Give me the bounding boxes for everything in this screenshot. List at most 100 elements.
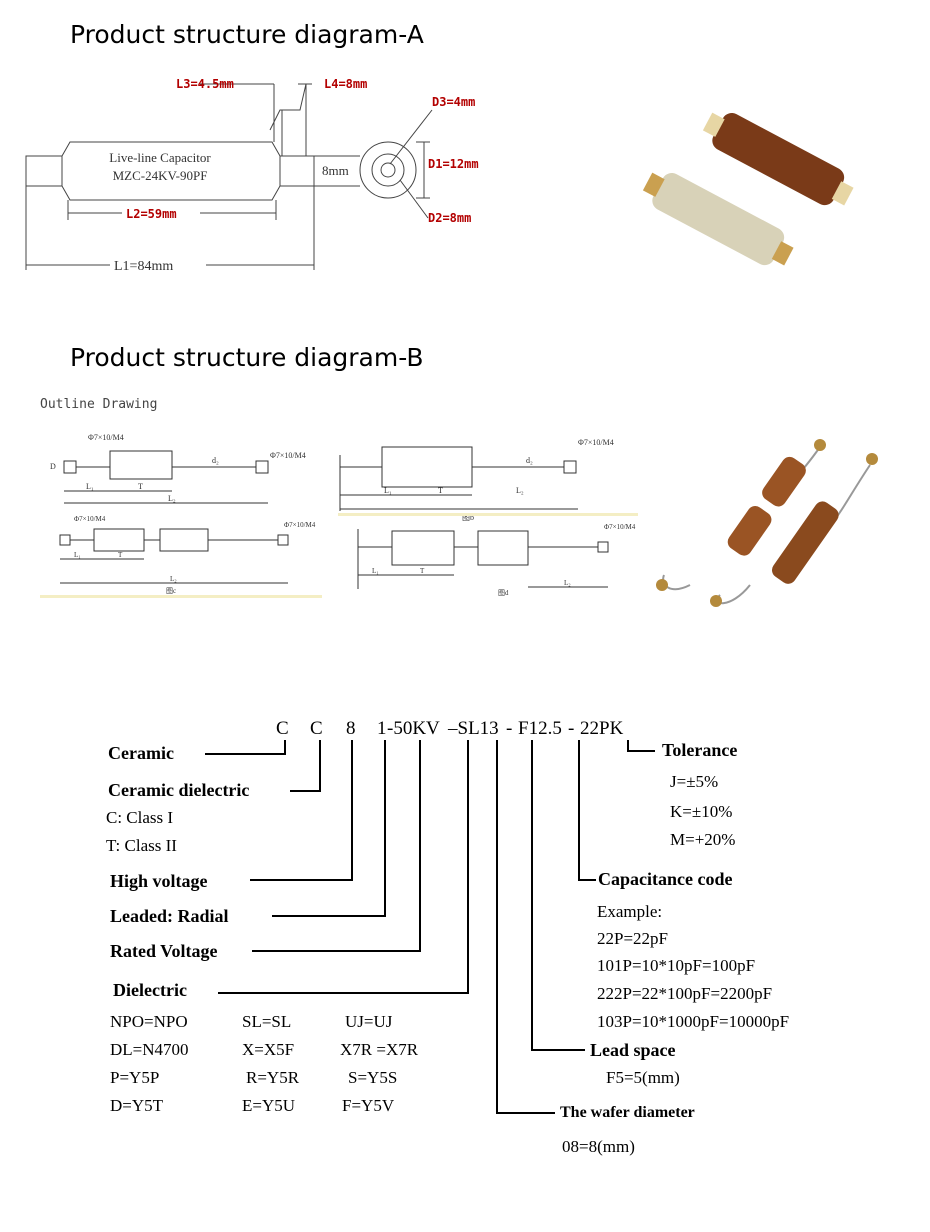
b1-l2-label: L₂ [168,494,176,503]
l3-label: L3=4.5mm [176,77,234,91]
label-leaded: Leaded: Radial [110,906,229,926]
capacitance-22p: 22P=22pF [597,929,668,948]
b2-d2-label: d₂ [526,456,533,465]
diagram-a-drawing: Live-line Capacitor MZC-24KV-90PF L3=4.5… [25,77,479,274]
wafer-08: 08=8(mm) [562,1137,635,1156]
d2-leader [399,179,429,219]
dielectric-r2-c0: P=Y5P [110,1068,160,1087]
l1-label: L1=84mm [114,259,173,274]
l4-curve [269,83,307,131]
dielectric-r3-c1: E=Y5U [242,1096,296,1115]
d1-label: D1=12mm [428,157,479,171]
heading-diagram-b: Product structure diagram-B [70,343,424,372]
dielectric-r3-c0: D=Y5T [110,1096,164,1115]
l4-label: L4=8mm [324,77,367,91]
line-dielectric [218,740,469,994]
dielectric-r0-c1: SL=SL [242,1012,292,1031]
b3-lead-spec-right: Φ7×10/M4 [284,521,316,529]
capacitance-103p: 103P=10*1000pF=10000pF [597,1012,790,1031]
photo-cream-capacitor [652,173,785,266]
b1-lead-spec-right: Φ7×10/M4 [270,451,306,460]
label-tolerance: Tolerance [662,740,738,760]
line-ceramic [205,740,286,755]
b4-body-2 [477,530,529,566]
b4-l1-label: L₁ [372,567,379,575]
b2-t-label: T [438,486,443,495]
b3-lead-spec-left: Φ7×10/M4 [74,515,106,523]
b1-lead-spec-left: Φ7×10/M4 [88,433,124,442]
photo-b-capacitor-1b [762,456,806,507]
dielectric-r2-c2: S=Y5S [348,1068,398,1087]
photo-b-capacitor-2 [772,501,839,584]
label-class2: T: Class II [106,836,177,855]
b2-l2-label: L₂ [516,486,524,495]
b4-lead-spec: Φ7×10/M4 [604,523,636,531]
capacitance-222p: 222P=22*100pF=2200pF [597,984,773,1003]
b1-t-label: T [138,482,143,491]
end-view-inner [380,162,396,178]
b2-right-lug [563,460,577,474]
line-high-voltage [250,740,353,881]
tolerance-j: J=±5% [670,772,719,791]
body-label-line2: MZC-24KV-90PF [113,168,208,183]
fig-d-caption: 图d [498,589,509,597]
b1-d-label: D [50,462,56,471]
b2-lead-spec: Φ7×10/M4 [578,438,614,447]
d3-leader [389,109,433,165]
l2-label: L2=59mm [126,207,177,221]
dielectric-r2-c1: R=Y5R [246,1068,300,1087]
label-rated-voltage: Rated Voltage [110,941,218,961]
diagram-b-drawings: Φ7×10/M4 Φ7×10/M4 D d₂ L₁ T L₂ Φ7×10/M4 … [40,433,638,598]
label-class1: C: Class I [106,808,174,827]
label-wafer-diameter: The wafer diameter [560,1104,695,1121]
dielectric-r1-c0: DL=N4700 [110,1040,189,1059]
b4-body-1 [391,530,455,566]
dielectric-r0-c2: UJ=UJ [345,1012,393,1031]
d3-label: D3=4mm [432,95,475,109]
line-wafer [496,740,555,1114]
b4-l2-label: L₂ [564,579,571,587]
left-terminal [25,155,63,187]
b2-body [381,446,473,488]
line-capacitance [578,740,596,881]
label-high-voltage: High voltage [110,871,208,891]
b3-l2-label: L₂ [170,575,177,583]
b4-t-label: T [420,567,425,575]
tolerance-m: M=+20% [670,830,736,849]
dielectric-r3-c2: F=Y5V [342,1096,395,1115]
photo-capacitors-a [642,112,854,266]
b3-right-lug [277,534,289,546]
capacitance-101p: 101P=10*10pF=100pF [597,956,756,975]
b4-right-lug [597,541,609,553]
dielectric-r1-c1: X=X5F [242,1040,295,1059]
b1-l1-label: L₁ [86,482,94,491]
photo-capacitors-b [656,439,878,607]
gap-label: 8mm [322,163,349,178]
line-lead-space [531,740,585,1051]
line-tolerance [627,740,655,752]
label-dielectric: Dielectric [113,980,187,1000]
b3-l1-label: L₁ [74,551,81,559]
photo-b-capacitor-1a [727,506,772,556]
line-ceramic-dielectric [290,740,321,792]
line-rated-voltage [252,740,421,952]
label-ceramic: Ceramic [108,743,174,763]
b1-right-lug [255,460,269,474]
lead-space-f5: F5=5(mm) [606,1068,680,1087]
fig-c-caption: 图c [166,587,176,595]
label-ceramic-dielectric: Ceramic dielectric [108,780,250,800]
fig-b-caption: 图b [462,513,474,522]
b3-t-label: T [118,551,123,559]
b1-d2-label: d₂ [212,456,219,465]
capacitance-example: Example: [597,902,663,921]
dielectric-r1-c2: X7R =X7R [340,1040,419,1059]
dielectric-r0-c0: NPO=NPO [110,1012,188,1031]
heading-diagram-a: Product structure diagram-A [70,20,424,49]
photo-brown-capacitor [712,113,845,206]
line-leaded [272,740,386,917]
b2-l1-label: L₁ [384,486,392,495]
label-lead-space: Lead space [590,1040,676,1060]
body-label-line1: Live-line Capacitor [109,150,211,165]
label-capacitance-code: Capacitance code [598,869,733,889]
